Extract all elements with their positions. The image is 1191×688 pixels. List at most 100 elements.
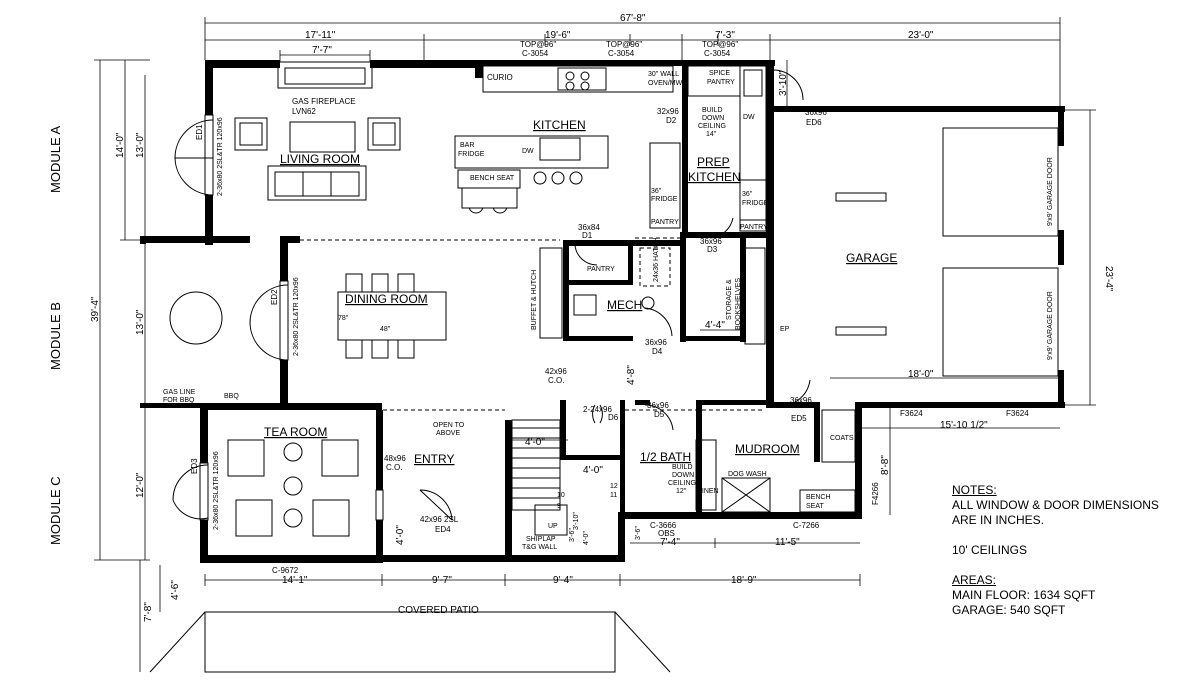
- label-stair-10: 10: [557, 492, 565, 499]
- window-f3624-2: F3624: [1006, 409, 1029, 418]
- co-1-label: C.O.: [548, 376, 564, 385]
- dim-top-b: 19'-6": [545, 30, 571, 41]
- door-ed4-spec: 42x96 2SL: [420, 515, 459, 524]
- door-ed3-spec: 2-36x80 2SL&TR 120x96: [213, 451, 220, 530]
- room-kitchen: KITCHEN: [533, 118, 586, 132]
- window-f3072-right: F3072: [398, 61, 421, 70]
- label-bath-build-3: CEILING: [668, 480, 696, 487]
- label-dw-2: DW: [743, 114, 755, 121]
- dim-bottom-2: 9'-7": [432, 575, 452, 586]
- room-tea: TEA ROOM: [264, 425, 327, 439]
- label-pantry-1: PANTRY: [651, 219, 679, 226]
- dim-storage: 4'-4": [705, 320, 725, 331]
- label-gas-fireplace: GAS FIREPLACE: [292, 97, 356, 106]
- label-linen: LINEN: [698, 488, 719, 495]
- window-c3054-3: C-3054: [704, 49, 731, 58]
- notes-line-1: ALL WINDOW & DOOR DIMENSIONS: [952, 498, 1159, 512]
- room-garage: GARAGE: [846, 251, 897, 265]
- door-d5: D5: [654, 410, 665, 419]
- dim-right-lower: 8'-8": [880, 455, 891, 475]
- dim-left-c2: 4'-0": [395, 525, 406, 545]
- room-half-bath: 1/2 BATH: [640, 450, 691, 464]
- room-prep-2: KITCHEN: [688, 170, 741, 184]
- window-f3072-left: F3072: [225, 61, 248, 70]
- dim-bottom-4: 18'-9": [731, 575, 757, 586]
- areas-main-floor: MAIN FLOOR: 1634 SQFT: [952, 588, 1096, 602]
- dim-hall: 3'-6": [635, 526, 642, 540]
- dim-bottom-1: 14'-1": [282, 575, 308, 586]
- label-bench-2b: SEAT: [806, 503, 824, 510]
- label-dw: DW: [522, 148, 534, 155]
- label-hatch: 24x36 HATCH: [653, 237, 660, 282]
- dim-right-garage: 23'-4": [1103, 266, 1114, 292]
- window-top1: TOP@96": [520, 40, 556, 49]
- dim-stair-2: 4'-0": [583, 465, 603, 476]
- label-stair-12: 12: [610, 483, 618, 490]
- dashed-openings: [300, 237, 765, 411]
- door-ed5-spec: 36x96: [790, 396, 812, 405]
- exterior-walls: [140, 60, 1065, 563]
- label-bar-fridge-1: BAR: [460, 142, 474, 149]
- areas-garage: GARAGE: 540 SQFT: [952, 603, 1066, 617]
- window-labels: F3072 F3072 TOP@96" TOP@96" TOP@96" C-30…: [225, 40, 1029, 575]
- label-shiplap-2: T&G WALL: [522, 544, 557, 551]
- door-d3: D3: [707, 245, 718, 254]
- door-d2-spec: 32x96: [657, 107, 679, 116]
- label-gas-line: GAS LINE: [163, 389, 196, 396]
- label-build-2: DOWN: [702, 115, 724, 122]
- door-ed6: ED6: [806, 118, 822, 127]
- door-d2: D2: [666, 116, 677, 125]
- label-open-above: OPEN TO: [433, 422, 465, 429]
- door-ed3: ED3: [190, 458, 199, 474]
- window-c7266: C-7266: [793, 521, 820, 530]
- furniture: [149, 65, 1059, 673]
- dim-mech: 4'-8": [626, 365, 637, 385]
- dim-stair: 4'-0": [525, 437, 545, 448]
- label-spice-2: PANTRY: [707, 79, 735, 86]
- door-d1-spec: 36x84: [578, 223, 600, 232]
- label-bar-fridge-2: FRIDGE: [458, 151, 485, 158]
- door-ed2-spec: 2-36x80 2SL&TR 120x96: [293, 277, 300, 356]
- dim-left-overall: 39'-4": [90, 296, 101, 322]
- door-ed1-spec: 2-36x80 2SL&TR 120x96: [217, 117, 224, 196]
- room-labels: LIVING ROOM KITCHEN PREP KITCHEN GARAGE …: [264, 118, 897, 616]
- co-1-size: 42x96: [545, 367, 567, 376]
- dimension-lines: [94, 17, 1096, 672]
- module-c-label: MODULE C: [48, 476, 63, 545]
- dim-left-c: 12'-0": [135, 472, 146, 498]
- window-top3: TOP@96": [702, 40, 738, 49]
- module-a-label: MODULE A: [48, 125, 63, 193]
- dim-top-a: 17'-11": [305, 30, 336, 41]
- interior-walls: [560, 60, 820, 512]
- window-f4266: F4266: [871, 482, 880, 505]
- dim-entry: 4'-0": [583, 531, 590, 545]
- dim-spice: 3'-10": [778, 70, 789, 96]
- window-obs: OBS: [658, 529, 675, 538]
- dim-left-a2: 13'-0": [135, 132, 146, 158]
- door-d3-spec: 36x96: [700, 237, 722, 246]
- label-pantry-3: PANTRY: [587, 266, 615, 273]
- window-c9672: C-9672: [272, 566, 299, 575]
- door-ed6-spec: 36x96: [805, 108, 827, 117]
- label-garage-door-2: 9'x9' GARAGE DOOR: [1047, 291, 1054, 360]
- label-buffet: BUFFET & HUTCH: [531, 270, 538, 330]
- door-d6: D6: [608, 413, 619, 422]
- label-fridge-b: FRIDGE: [742, 200, 769, 207]
- label-ep: EP: [780, 326, 790, 333]
- door-d5-spec: 36x96: [647, 401, 669, 410]
- label-bbq: BBQ: [224, 393, 239, 400]
- label-wall-oven-2: OVEN/MW: [648, 80, 683, 87]
- label-storage-2: BOOKSHELVES: [735, 278, 742, 330]
- label-stair-11: 11: [610, 492, 617, 499]
- notes-line-2: ARE IN INCHES.: [952, 513, 1045, 527]
- label-up: UP: [548, 523, 558, 530]
- dim-overall: 67'-8": [620, 13, 646, 24]
- label-curio: CURIO: [487, 73, 513, 82]
- label-lvn62: LVN62: [292, 107, 316, 116]
- door-swings: [172, 69, 811, 521]
- dim-bottom-6: 11'-5": [775, 537, 800, 548]
- window-f3624-1: F3624: [900, 409, 923, 418]
- label-spice-1: SPICE: [709, 70, 730, 77]
- notes-title: NOTES:: [952, 483, 997, 497]
- door-ed4: ED4: [435, 525, 451, 534]
